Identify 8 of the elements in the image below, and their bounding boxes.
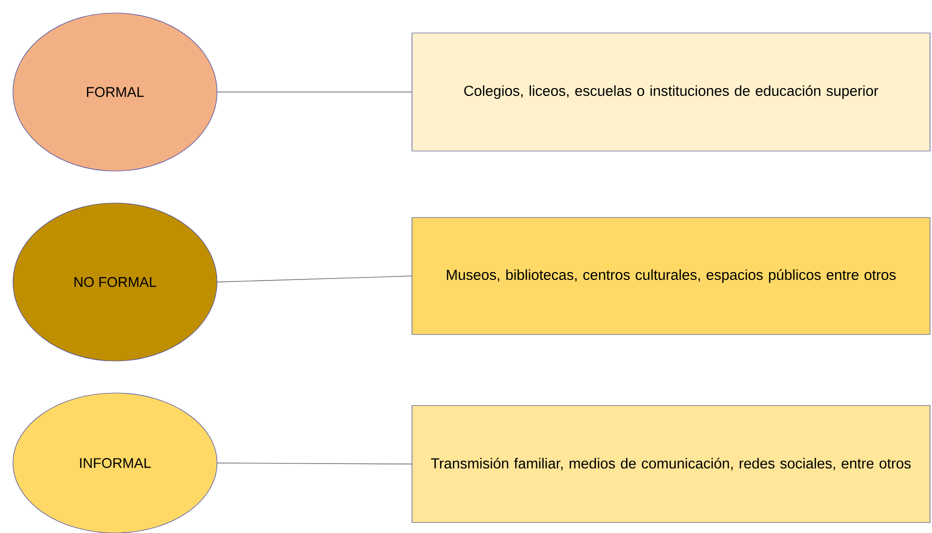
text-box: Museos, bibliotecas, centros culturales, espacios públicos entre otros: [412, 217, 930, 335]
ellipse-node: INFORMAL: [12, 392, 218, 533]
text-box: Colegios, liceos, escuelas o instituciones de educación superior: [412, 32, 930, 152]
ellipse-node: FORMAL: [12, 12, 218, 172]
connector-line: [216, 276, 412, 282]
ellipse-node: NO FORMAL: [12, 202, 218, 362]
text-box: Transmisión familiar, medios de comunicación, redes sociales, entre otros: [412, 405, 930, 523]
connector-line: [216, 462, 412, 464]
